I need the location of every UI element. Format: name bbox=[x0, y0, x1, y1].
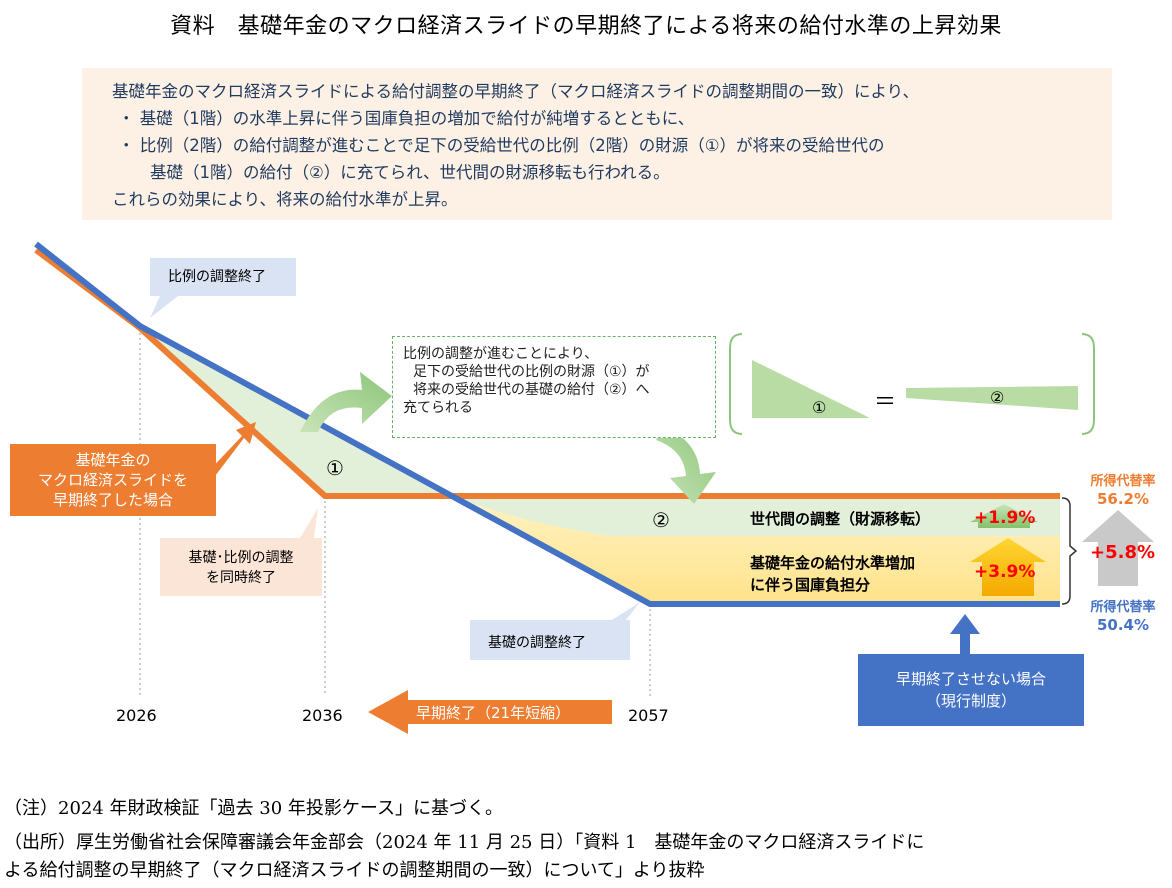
year-2057: 2057 bbox=[628, 706, 669, 725]
summary-line: 基礎（1階）の給付（②）に充てられ、世代間の財源移転も行われる。 bbox=[150, 163, 670, 182]
source-line-1: （出所）厚生労働省社会保障審議会年金部会（2024 年 11 月 25 日）「資… bbox=[4, 832, 925, 853]
area-circle2-label: ② bbox=[652, 508, 670, 532]
dashed-note-line: 比例の調整が進むことにより、 bbox=[403, 346, 599, 362]
callout-simultaneous bbox=[160, 508, 322, 596]
early-case-box bbox=[10, 444, 216, 516]
callout-kiso-end-label: 基礎の調整終了 bbox=[488, 635, 586, 651]
dashed-note-line: 足下の受給世代の比例の財源（①）が bbox=[413, 364, 650, 380]
summary-bullet: ・ 比例（2階）の給付調整が進むことで足下の受給世代の比例（2階）の財源（①）が… bbox=[118, 136, 885, 155]
callout-simultaneous-line: 基礎･比例の調整 bbox=[188, 550, 294, 566]
legend-triangle-circle1 bbox=[752, 360, 870, 418]
current-case-box bbox=[858, 654, 1084, 726]
current-case-label: 早期終了させない場合 （現行制度） bbox=[858, 668, 1084, 712]
year-2026: 2026 bbox=[116, 706, 157, 725]
summary-box: 基礎年金のマクロ経済スライドによる給付調整の早期終了（マクロ経済スライドの調整期… bbox=[82, 68, 1112, 220]
arrow-up-treasury bbox=[970, 538, 1046, 596]
dashed-note-line: 将来の受給世代の基礎の給付（②）へ bbox=[413, 382, 650, 398]
source-line-2: よる給付調整の早期終了（マクロ経済スライドの調整期間の一致）について」より抜粋 bbox=[4, 860, 705, 881]
year-2036: 2036 bbox=[302, 706, 343, 725]
replacement-top-value: 56.2% bbox=[1096, 490, 1150, 508]
total-bracket bbox=[1061, 497, 1078, 605]
green-curve-arrow-left bbox=[300, 372, 392, 432]
transfer-pct: +1.9% bbox=[974, 508, 1036, 528]
page-title: 資料 基礎年金のマクロ経済スライドの早期終了による将来の給付水準の上昇効果 bbox=[170, 14, 1002, 39]
early-case-label: 基礎年金の マクロ経済スライドを 早期終了した場合 bbox=[10, 450, 216, 510]
treasury-line: 基礎年金の給付水準増加 bbox=[750, 554, 916, 572]
treasury-label: 基礎年金の給付水準増加 に伴う国庫負担分 bbox=[750, 552, 915, 596]
early-case-line: 早期終了した場合 bbox=[52, 491, 173, 509]
legend-circle2: ② bbox=[990, 388, 1005, 407]
replacement-top-label: 所得代替率 bbox=[1090, 474, 1156, 489]
dashed-note-line: 充てられる bbox=[403, 400, 473, 416]
callout-hirei-end-label: 比例の調整終了 bbox=[168, 269, 266, 285]
treasury-line: に伴う国庫負担分 bbox=[750, 576, 871, 594]
replacement-bottom-label: 所得代替率 bbox=[1090, 600, 1156, 615]
gray-up-arrow bbox=[1082, 510, 1154, 586]
area-circle1-label: ① bbox=[326, 456, 344, 480]
note-line: （注）2024 年財政検証「過去 30 年投影ケース」に基づく。 bbox=[4, 798, 503, 819]
timeline-arrow-label: 早期終了（21年短縮） bbox=[416, 704, 571, 722]
blue-current-line bbox=[34, 241, 1060, 607]
legend-equals: ＝ bbox=[874, 390, 897, 415]
legend-bracket-right bbox=[1081, 333, 1095, 435]
callout-simultaneous-label: 基礎･比例の調整 を同時終了 bbox=[160, 548, 322, 588]
total-pct: +5.8% bbox=[1090, 542, 1156, 563]
legend-bracket-left bbox=[729, 333, 743, 435]
treasury-pct: +3.9% bbox=[974, 562, 1036, 582]
summary-line: 基礎年金のマクロ経済スライドによる給付調整の早期終了（マクロ経済スライドの調整期… bbox=[112, 82, 920, 101]
blue-up-arrow bbox=[950, 614, 980, 676]
current-case-line: （現行制度） bbox=[925, 692, 1016, 710]
legend-circle1: ① bbox=[812, 398, 827, 417]
early-case-line: 基礎年金の bbox=[75, 451, 151, 469]
early-case-line: マクロ経済スライドを bbox=[37, 471, 188, 489]
replacement-bottom-value: 50.4% bbox=[1096, 616, 1150, 634]
callout-simultaneous-line: を同時終了 bbox=[206, 570, 276, 586]
green-curve-arrow-right bbox=[656, 426, 716, 504]
legend-band-circle2 bbox=[906, 386, 1078, 410]
dashed-note-box: 比例の調整が進むことにより、 足下の受給世代の比例の財源（①）が 将来の受給世代… bbox=[392, 336, 716, 438]
callout-hirei-end bbox=[150, 258, 296, 318]
orange-pointer-arrow bbox=[206, 422, 256, 480]
current-case-line: 早期終了させない場合 bbox=[895, 670, 1046, 688]
timeline-arrow-shape bbox=[368, 690, 612, 734]
transfer-label: 世代間の調整（財源移転） bbox=[750, 510, 931, 528]
arrow-up-transfer bbox=[970, 504, 1038, 528]
area-transfer bbox=[452, 496, 1060, 536]
summary-conclusion: これらの効果により、将来の給付水準が上昇。 bbox=[112, 190, 458, 209]
callout-kiso-end bbox=[470, 602, 640, 660]
summary-bullet: ・ 基礎（1階）の水準上昇に伴う国庫負担の増加で給付が純増するとともに、 bbox=[118, 109, 695, 128]
